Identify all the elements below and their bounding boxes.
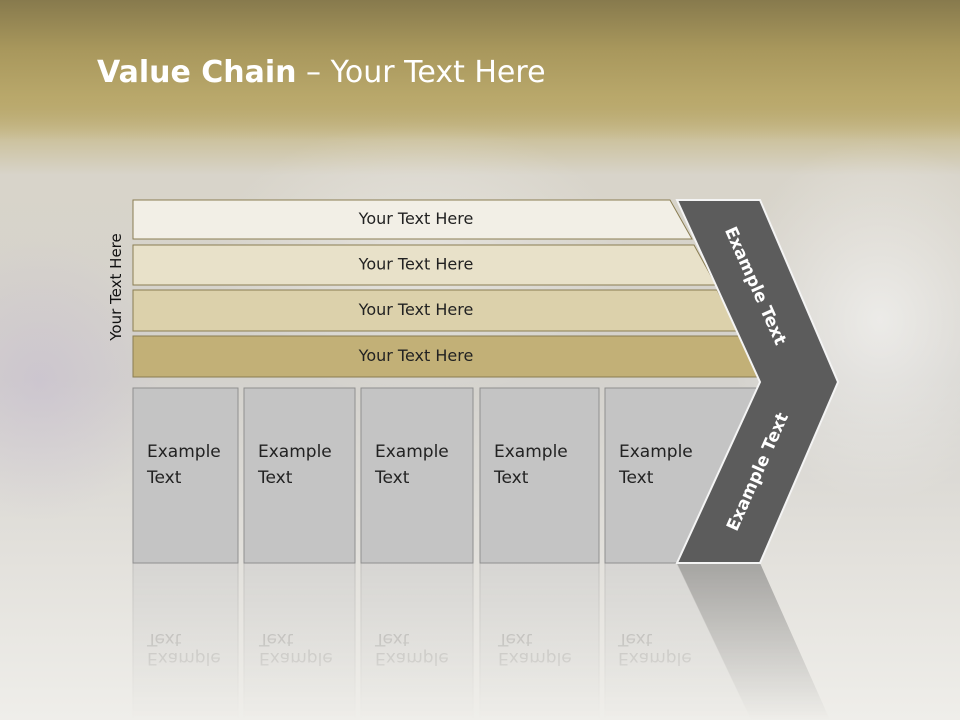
column-box xyxy=(132,387,239,564)
svg-text:Text: Text xyxy=(146,629,182,649)
row-bar xyxy=(132,199,693,240)
column-text-line1: Example xyxy=(258,442,332,462)
svg-text:Text: Text xyxy=(258,629,294,649)
diagram-reflection: Example Example Example Example Example … xyxy=(132,562,830,720)
column-box xyxy=(360,387,474,564)
row-label: Your Text Here xyxy=(358,209,474,228)
column-text-line2: Text xyxy=(494,468,529,488)
row-label: Your Text Here xyxy=(358,300,474,319)
svg-text:Example: Example xyxy=(618,648,692,668)
column-text-line1: Example xyxy=(494,442,568,462)
column-box xyxy=(479,387,600,564)
row-label: Your Text Here xyxy=(358,346,474,365)
column-text-line1: Example xyxy=(619,442,693,462)
row-label: Your Text Here xyxy=(358,255,474,274)
column-boxes xyxy=(132,387,761,564)
svg-text:Example: Example xyxy=(259,648,333,668)
column-text-line1: Example xyxy=(375,442,449,462)
column-text-line1: Example xyxy=(147,442,221,462)
svg-text:Text: Text xyxy=(497,629,533,649)
title-rest: – Your Text Here xyxy=(296,55,546,90)
column-text-line2: Text xyxy=(147,468,182,488)
column-text-line2: Text xyxy=(375,468,410,488)
svg-text:Text: Text xyxy=(374,629,410,649)
column-text-line2: Text xyxy=(258,468,293,488)
title-band xyxy=(0,0,960,140)
page-title: Value Chain – Your Text Here xyxy=(97,55,546,90)
svg-text:Example: Example xyxy=(375,648,449,668)
svg-text:Example: Example xyxy=(498,648,572,668)
title-bold: Value Chain xyxy=(97,55,297,90)
column-box xyxy=(243,387,356,564)
svg-text:Text: Text xyxy=(617,629,653,649)
chevron-arrow xyxy=(675,199,840,564)
svg-text:Example: Example xyxy=(147,648,221,668)
column-text-line2: Text xyxy=(619,468,654,488)
